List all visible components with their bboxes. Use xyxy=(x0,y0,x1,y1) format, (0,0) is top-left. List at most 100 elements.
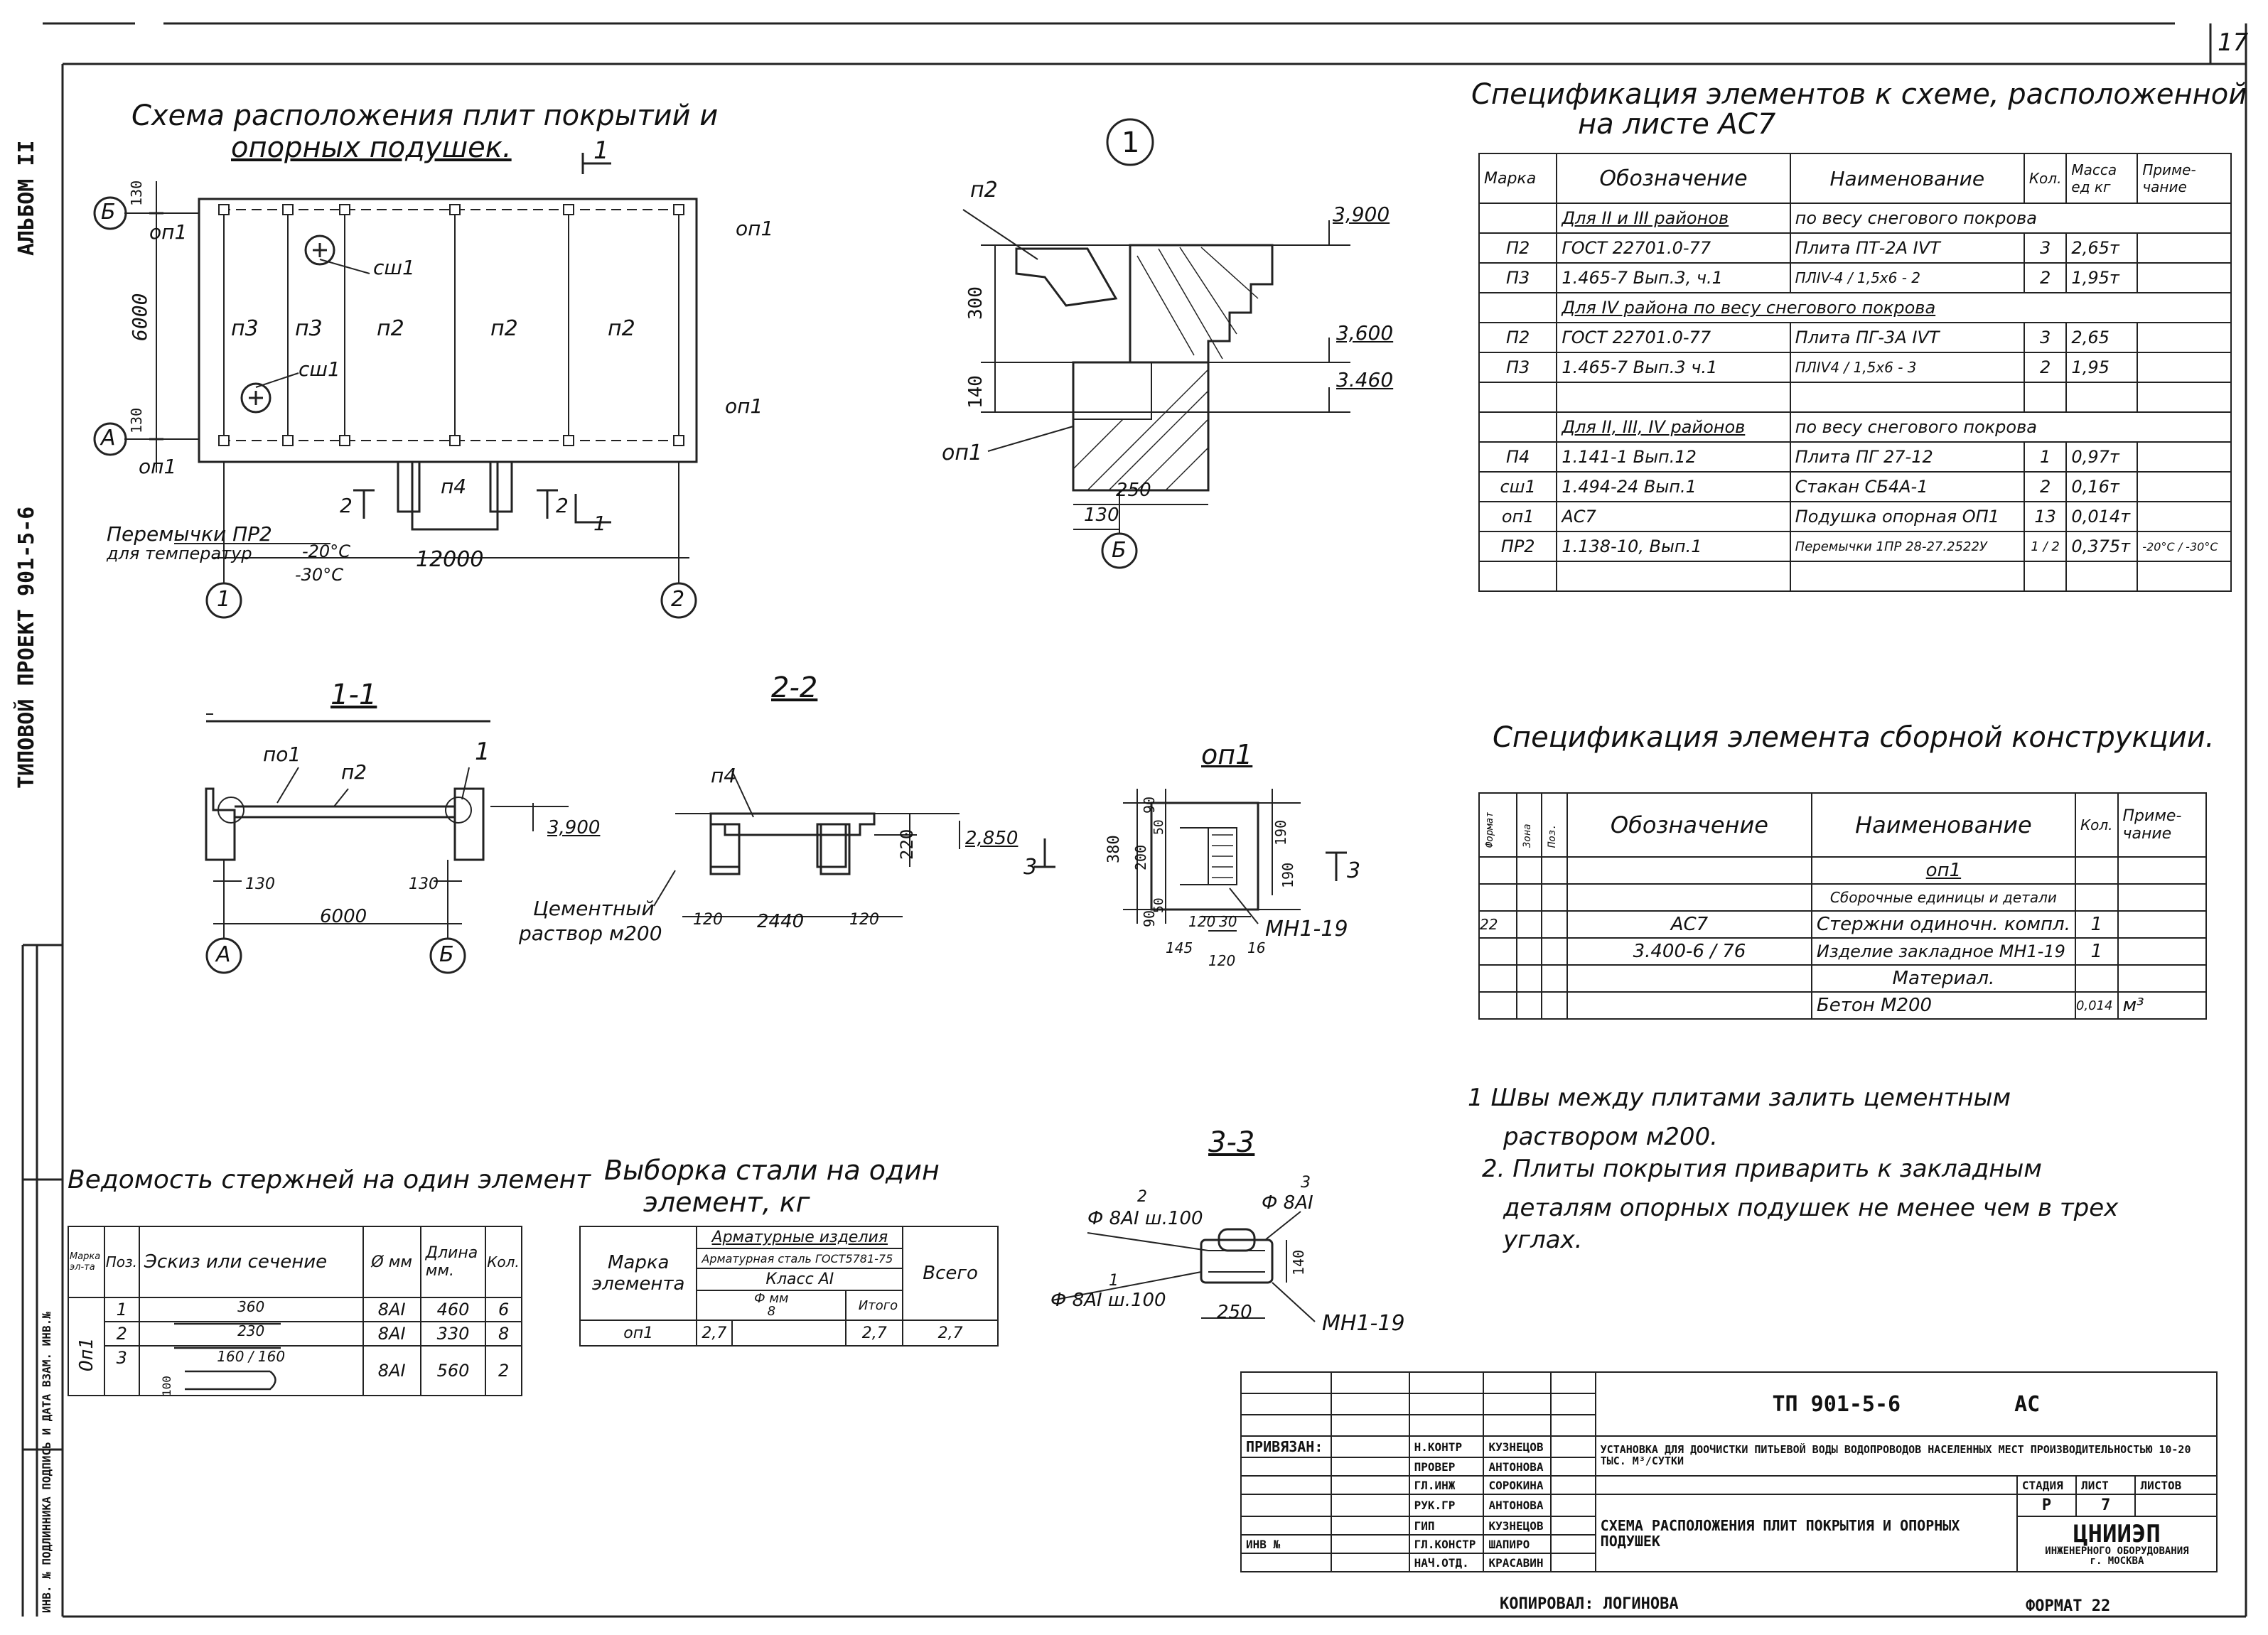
op1-label-br: оп1 xyxy=(725,394,763,418)
spec1-r8-qty: 1 xyxy=(2023,441,2068,473)
album-label: АЛЬБОМ II xyxy=(14,140,39,256)
slab-layout-plan xyxy=(124,153,698,583)
spec1-r11-mark: ПР2 xyxy=(1478,531,1558,562)
op1-mn: МН1-19 xyxy=(1265,917,1348,941)
spec1-r8-code: 1.141-1 Вып.12 xyxy=(1556,441,1791,473)
spec1-r10-mass: 0,014т xyxy=(2065,501,2139,532)
cut-2-left: 2 xyxy=(340,494,353,517)
stamp-role-6: НАЧ.ОТД. xyxy=(1408,1553,1485,1572)
spec1-r10-mark: оп1 xyxy=(1478,501,1558,532)
op1-d30: 30 xyxy=(1219,913,1237,930)
op1-label-tr: оп1 xyxy=(736,217,774,240)
steel-row-8: 2,7 xyxy=(696,1320,733,1347)
section-1-1-title: 1-1 xyxy=(330,679,377,711)
op1-d200: 200 xyxy=(1132,844,1149,870)
spec2-r2-code: АС7 xyxy=(1566,910,1812,939)
steel-h-group: Арматурные изделия xyxy=(696,1226,904,1249)
cup-label-2: сш1 xyxy=(299,357,340,381)
stamp-name-1: АНТОНОВА xyxy=(1483,1457,1552,1477)
section-3-3-title: 3-3 xyxy=(1208,1126,1255,1159)
project-label: ТИПОВОЙ ПРОЕКТ 901-5-6 xyxy=(14,506,39,789)
spec1-r5-code: 1.465-7 Вып.3 ч.1 xyxy=(1556,352,1791,383)
spec2-r3-qty: 1 xyxy=(2074,937,2119,966)
spec2-r5-name: Бетон М200 xyxy=(1810,991,2076,1020)
node-axis-B: Б xyxy=(1112,538,1127,563)
stamp-role-5: ГЛ.КОНСТР xyxy=(1408,1534,1485,1554)
spec2-r1-name: Сборочные единицы и детали xyxy=(1810,883,2076,912)
spec2-r2-qty: 1 xyxy=(2074,910,2119,939)
spec1-r11-code: 1.138-10, Вып.1 xyxy=(1556,531,1791,562)
spec1-r4-name: Плита ПГ-3А IVТ xyxy=(1789,322,2025,353)
spec1-r5-mark: П3 xyxy=(1478,352,1558,383)
stamp-role-3: РУК.ГР xyxy=(1408,1494,1485,1517)
s22-mortar1: Цементный xyxy=(533,897,655,920)
spec1-r0-code: Для II и III районов xyxy=(1556,203,1791,234)
spec2-h-name: Наименование xyxy=(1810,792,2076,858)
stamp-role-0: Н.КОНТР xyxy=(1408,1435,1485,1458)
spec1-r10-qty: 13 xyxy=(2023,501,2068,532)
s11-d130a: 130 xyxy=(245,875,275,893)
plan-title-line2: опорных подушек. xyxy=(231,131,512,164)
spec1-r7-code: Для II, III, IV районов xyxy=(1556,411,1791,443)
assembly-spec-table: Формат Зона Поз. Обозначение Наименовани… xyxy=(1478,792,2208,1020)
node-1-section xyxy=(962,209,1350,533)
lintel-temp-2: -30°С xyxy=(295,565,343,585)
steel-title-2: элемент, кг xyxy=(643,1187,810,1218)
spec2-r5-qty: 0,014 xyxy=(2074,991,2119,1020)
stamp-sheet-h: ЛИСТ xyxy=(2075,1475,2137,1495)
node-elev-3900: 3,900 xyxy=(1333,203,1390,226)
node-elev-3600: 3,600 xyxy=(1336,321,1394,345)
slab-label-p3b: п3 xyxy=(295,316,323,341)
steel-h-total: Всего xyxy=(902,1226,999,1321)
spec2-r0-name: оп1 xyxy=(1810,856,2076,885)
op1-d120d: 120 xyxy=(1208,952,1236,969)
s22-d120b: 120 xyxy=(849,911,879,929)
s33-bar1: 1 xyxy=(1109,1272,1119,1290)
op1-d50b: 50 xyxy=(1151,897,1166,913)
spec1-r9-code: 1.494-24 Вып.1 xyxy=(1556,471,1791,502)
stamp-stage: Р xyxy=(2016,1494,2078,1517)
steel-h-itogo: Итого xyxy=(845,1290,904,1321)
spec1-r11-note: -20°С / -30°С xyxy=(2137,531,2232,562)
op1-label-bl: оп1 xyxy=(139,455,177,478)
bars-h-dia: Ø мм xyxy=(362,1226,421,1298)
spec1-r1-mass: 2,65т xyxy=(2065,232,2139,264)
s33-bar3-label: Ф 8АI xyxy=(1262,1192,1313,1214)
s22-d120a: 120 xyxy=(693,911,723,929)
spec2-r5-note: м³ xyxy=(2117,991,2208,1020)
bars-r2-len: 330 xyxy=(419,1321,487,1347)
s11-axisB: Б xyxy=(439,942,454,967)
op1-d90a: 90 xyxy=(1141,796,1158,814)
spec1-r2-mark: П3 xyxy=(1478,262,1558,293)
op1-d380: 380 xyxy=(1105,835,1123,863)
op1-d190a: 190 xyxy=(1272,819,1289,846)
elements-spec-table: Марка Обозначение Наименование Кол. Масс… xyxy=(1478,153,2232,592)
note-line-4: деталям опорных подушек не менее чем в т… xyxy=(1503,1194,2119,1222)
spec2-h-zone: Зона xyxy=(1515,792,1543,858)
bars-mark-cell: Оп1 xyxy=(68,1297,105,1396)
cut-1-bottom: 1 xyxy=(593,512,606,535)
spec2-h-code: Обозначение xyxy=(1566,792,1812,858)
spec1-r1-mark: П2 xyxy=(1478,232,1558,264)
spec1-r2-code: 1.465-7 Вып.3, ч.1 xyxy=(1556,262,1791,293)
stamp-object: УСТАНОВКА ДЛЯ ДООЧИСТКИ ПИТЬЕВОЙ ВОДЫ ВО… xyxy=(1594,1435,2218,1477)
bars-r1-sketch: 360 xyxy=(138,1297,364,1322)
op1-d145: 145 xyxy=(1166,939,1193,956)
s33-bar2: 2 xyxy=(1137,1188,1147,1206)
axis-A-label: А xyxy=(101,426,116,450)
steel-row-mark: оп1 xyxy=(579,1320,698,1347)
note-line-3: 2. Плиты покрытия приварить к закладным xyxy=(1482,1155,2042,1183)
stamp-inv: ИНВ № xyxy=(1240,1534,1333,1554)
plan-dim-length: 12000 xyxy=(416,547,484,572)
bars-r3-dia: 8АI xyxy=(362,1345,421,1396)
p4-label: п4 xyxy=(441,475,467,498)
node-dim-300: 300 xyxy=(965,286,987,320)
s33-mn: МН1-19 xyxy=(1322,1311,1405,1336)
stamp-org: ЦНИИЭП xyxy=(2073,1520,2161,1548)
spec1-r2-qty: 2 xyxy=(2023,262,2068,293)
s11-po1: по1 xyxy=(263,743,301,766)
spec2-r4-name: Материал. xyxy=(1810,964,2076,993)
spec1-r0-name: по весу снегового покрова xyxy=(1789,203,2232,234)
op1-cut3a: 3 xyxy=(1023,855,1038,880)
spec1-r11-mass: 0,375т xyxy=(2065,531,2139,562)
